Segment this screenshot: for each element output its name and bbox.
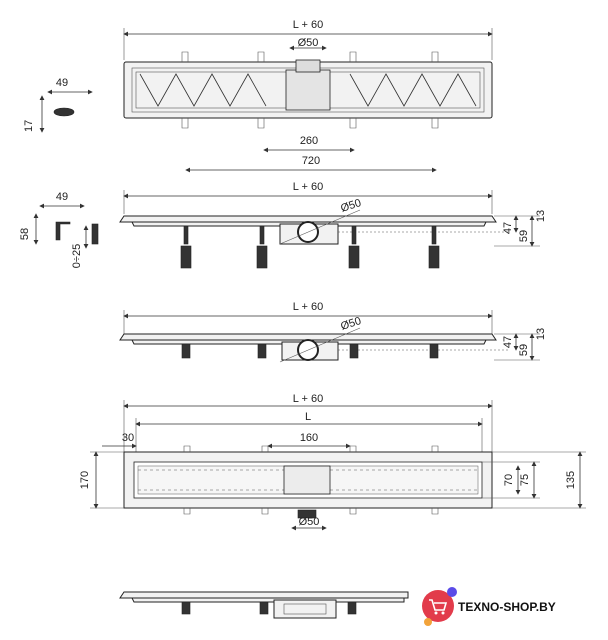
side2-outlet-label: Ø50 (339, 315, 362, 333)
angle-profile (55, 221, 71, 241)
side1-h59: 59 (518, 230, 530, 242)
side2-h47: 47 (502, 336, 514, 348)
side2-h59: 59 (518, 344, 530, 356)
side1-adjust: 0÷25 (71, 244, 83, 268)
profile-section (53, 107, 75, 117)
shop-logo[interactable]: TEXNO-SHOP.BY (422, 587, 556, 626)
plan-h70: 70 (503, 474, 515, 486)
bottom-partial-view (119, 591, 409, 619)
side1-left-width: 49 (56, 191, 68, 203)
logo-circle (422, 590, 454, 622)
top-view: L + 60 Ø50 49 17 260 720 (23, 19, 493, 173)
plan-h135: 135 (565, 471, 577, 489)
side1-overall-label: L + 60 (293, 181, 323, 193)
top-side-height-label: 17 (23, 120, 35, 132)
plan-view: L + 60 L 30 160 Ø50 170 (79, 393, 586, 531)
grate-width-label: 260 (300, 135, 318, 147)
plan-outlet-label: Ø50 (299, 516, 320, 528)
plan-h75: 75 (519, 474, 531, 486)
outlet-box (285, 69, 331, 111)
top-outlet-label: Ø50 (298, 37, 319, 49)
grate-length-label: 720 (302, 155, 320, 167)
logo-text: TEXNO-SHOP.BY (458, 600, 556, 614)
side1-h47: 47 (502, 222, 514, 234)
plan-height-label: 170 (79, 471, 91, 489)
side1-flange (119, 215, 497, 223)
side1-h13: 13 (535, 210, 547, 222)
side1-left-height: 58 (19, 228, 31, 240)
plan-length-label: L (305, 411, 311, 423)
bottom-outlet-housing (273, 599, 337, 619)
side-view-1: L + 60 Ø50 47 59 13 49 58 0÷25 (19, 181, 547, 269)
plan-overall-label: L + 60 (293, 393, 323, 405)
top-side-width-label: 49 (56, 77, 68, 89)
plan-offset-label: 30 (122, 432, 134, 444)
top-overall-label: L + 60 (293, 19, 323, 31)
cart-icon (429, 599, 448, 615)
side1-outlet-label: Ø50 (339, 197, 362, 215)
side-view-2: L + 60 Ø50 47 59 13 (119, 301, 547, 363)
side2-overall-label: L + 60 (293, 301, 323, 313)
plan-center-label: 160 (300, 432, 318, 444)
side2-h13: 13 (535, 328, 547, 340)
